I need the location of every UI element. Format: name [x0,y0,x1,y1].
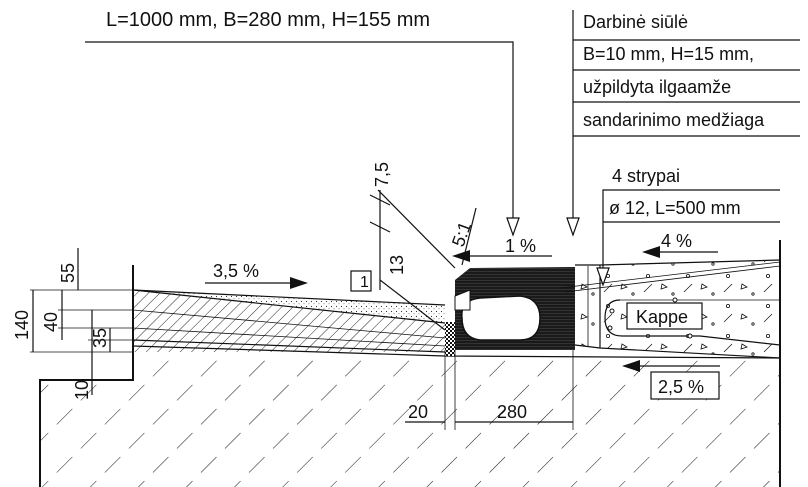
slope-right-label: 4 % [661,231,692,251]
marker-1-label: 1 [360,274,369,291]
filler-strip [445,322,455,356]
dim-10-label: 10 [72,380,92,400]
slope-arrows [205,246,720,372]
dim-140-label: 140 [12,310,32,340]
kappe-box [626,302,703,330]
dim-280-label: 280 [497,402,527,422]
kappe-label: Kappe [636,307,688,327]
bars-line1-label: 4 strypai [612,166,680,186]
bars-line2-label: ø 12, L=500 mm [609,198,741,218]
joint-title-label: Darbinė siūlė [583,12,688,32]
dim-7-5-label: 7,5 [372,162,392,187]
dim-20-label: 20 [408,402,428,422]
slope-mid-label: 1 % [505,236,536,256]
dim-40-label: 40 [41,312,61,332]
ratio-label: 5:1 [448,219,475,249]
dim-13-label: 13 [387,255,407,275]
detail-lines [350,189,477,331]
dim-35-label: 35 [90,328,110,348]
leader-lines [85,10,800,287]
bottom-dimension-lines [405,350,574,430]
joint-line3-label: užpildyta ilgaamže [583,77,731,97]
left-pavement-layers [132,289,781,359]
marker-box [350,270,372,292]
expansion-joint-body [454,267,575,350]
slope-bottom-box [650,371,720,400]
slope-bottom-label: 2,5 % [658,377,704,397]
top-dims-label: L=1000 mm, B=280 mm, H=155 mm [106,9,430,31]
joint-line4-label: sandarinimo medžiaga [583,110,765,130]
left-dimension-lines [30,248,133,395]
joint-line2-label: B=10 mm, H=15 mm, [583,44,754,64]
slope-left-label: 3,5 % [213,261,259,281]
dim-55-label: 55 [58,263,78,283]
